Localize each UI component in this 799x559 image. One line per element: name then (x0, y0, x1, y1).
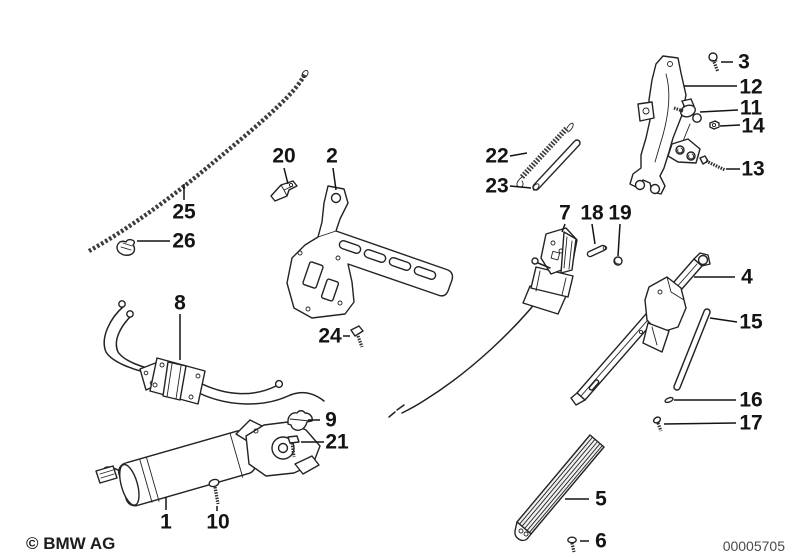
part-label-22: 22 (485, 145, 508, 168)
leader-line-part-14 (719, 124, 741, 127)
part-label-23: 23 (485, 175, 508, 198)
part-label-8: 8 (174, 292, 186, 315)
part-24-screw-drawing (350, 325, 364, 348)
diagram-id-text: 00005705 (722, 538, 785, 554)
part-13-screw-drawing (699, 155, 726, 172)
part-label-14: 14 (741, 115, 765, 138)
leader-line-part-11 (699, 109, 739, 113)
part-7-drive-unit-drawing (388, 227, 578, 418)
part-18-pin-drawing (586, 244, 608, 258)
leader-line-part-19 (617, 223, 621, 257)
part-label-20: 20 (272, 145, 295, 168)
part-10-screw-drawing (208, 478, 220, 505)
part-label-7: 7 (559, 202, 571, 225)
part-label-9: 9 (325, 409, 337, 432)
part-label-1: 1 (160, 511, 172, 534)
part-25-drive-cable-drawing (87, 69, 309, 253)
copyright-text: © BMW AG (26, 534, 116, 553)
part-label-4: 4 (741, 266, 753, 289)
part-label-6: 6 (595, 530, 607, 553)
part-9-clamp-clip-drawing (287, 410, 313, 431)
leader-line-part-23 (509, 185, 532, 189)
part-label-18: 18 (580, 202, 604, 225)
part-label-2: 2 (326, 145, 338, 168)
part-label-19: 19 (608, 202, 631, 225)
part-16-clip-drawing (664, 396, 674, 404)
part-4-slider-bracket-drawing (642, 276, 687, 353)
part-label-15: 15 (739, 311, 763, 334)
leader-line-part-22 (509, 152, 528, 157)
part-26-cable-clip-drawing (116, 238, 136, 256)
part-label-24: 24 (318, 325, 342, 348)
part-label-10: 10 (206, 511, 229, 534)
part-20-clip-drawing (270, 180, 298, 202)
part-label-3: 3 (738, 51, 750, 74)
part-1-drive-motor-drawing (95, 419, 321, 507)
leader-line-part-17 (663, 422, 737, 425)
part-label-13: 13 (741, 158, 764, 181)
part-11-fitting-drawing (673, 98, 702, 123)
leader-line-part-18 (591, 223, 596, 245)
part-23-sleeve-drawing (532, 139, 581, 191)
part-5-guide-channel-drawing (514, 434, 605, 542)
part-6-screw-drawing (567, 536, 577, 553)
part-label-12: 12 (739, 76, 762, 99)
part-17-screw-drawing (652, 416, 663, 432)
part-2-mounting-bracket-drawing (286, 185, 454, 319)
part-label-16: 16 (739, 389, 762, 412)
part-label-5: 5 (595, 488, 607, 511)
part-12-support-bracket-drawing (629, 55, 701, 195)
part-21-bolt-drawing (287, 435, 300, 458)
leader-line-part-20 (283, 167, 289, 185)
leader-line-part-15 (709, 317, 738, 323)
part-8-cable-clamp-drawing (103, 300, 325, 405)
part-15-rod-drawing (673, 308, 711, 391)
part-label-21: 21 (325, 431, 349, 454)
part-19-grommet-drawing (613, 256, 623, 266)
leader-line-part-2 (332, 167, 337, 191)
part-label-11: 11 (740, 97, 763, 120)
part-label-17: 17 (739, 412, 762, 435)
part-3-screw-drawing (708, 52, 720, 73)
part-label-26: 26 (172, 230, 195, 253)
part-4-guide-rail-drawing (570, 252, 711, 406)
part-label-25: 25 (172, 201, 196, 224)
leader-line-part-7 (561, 223, 566, 233)
part-14-nut-drawing (709, 120, 720, 130)
